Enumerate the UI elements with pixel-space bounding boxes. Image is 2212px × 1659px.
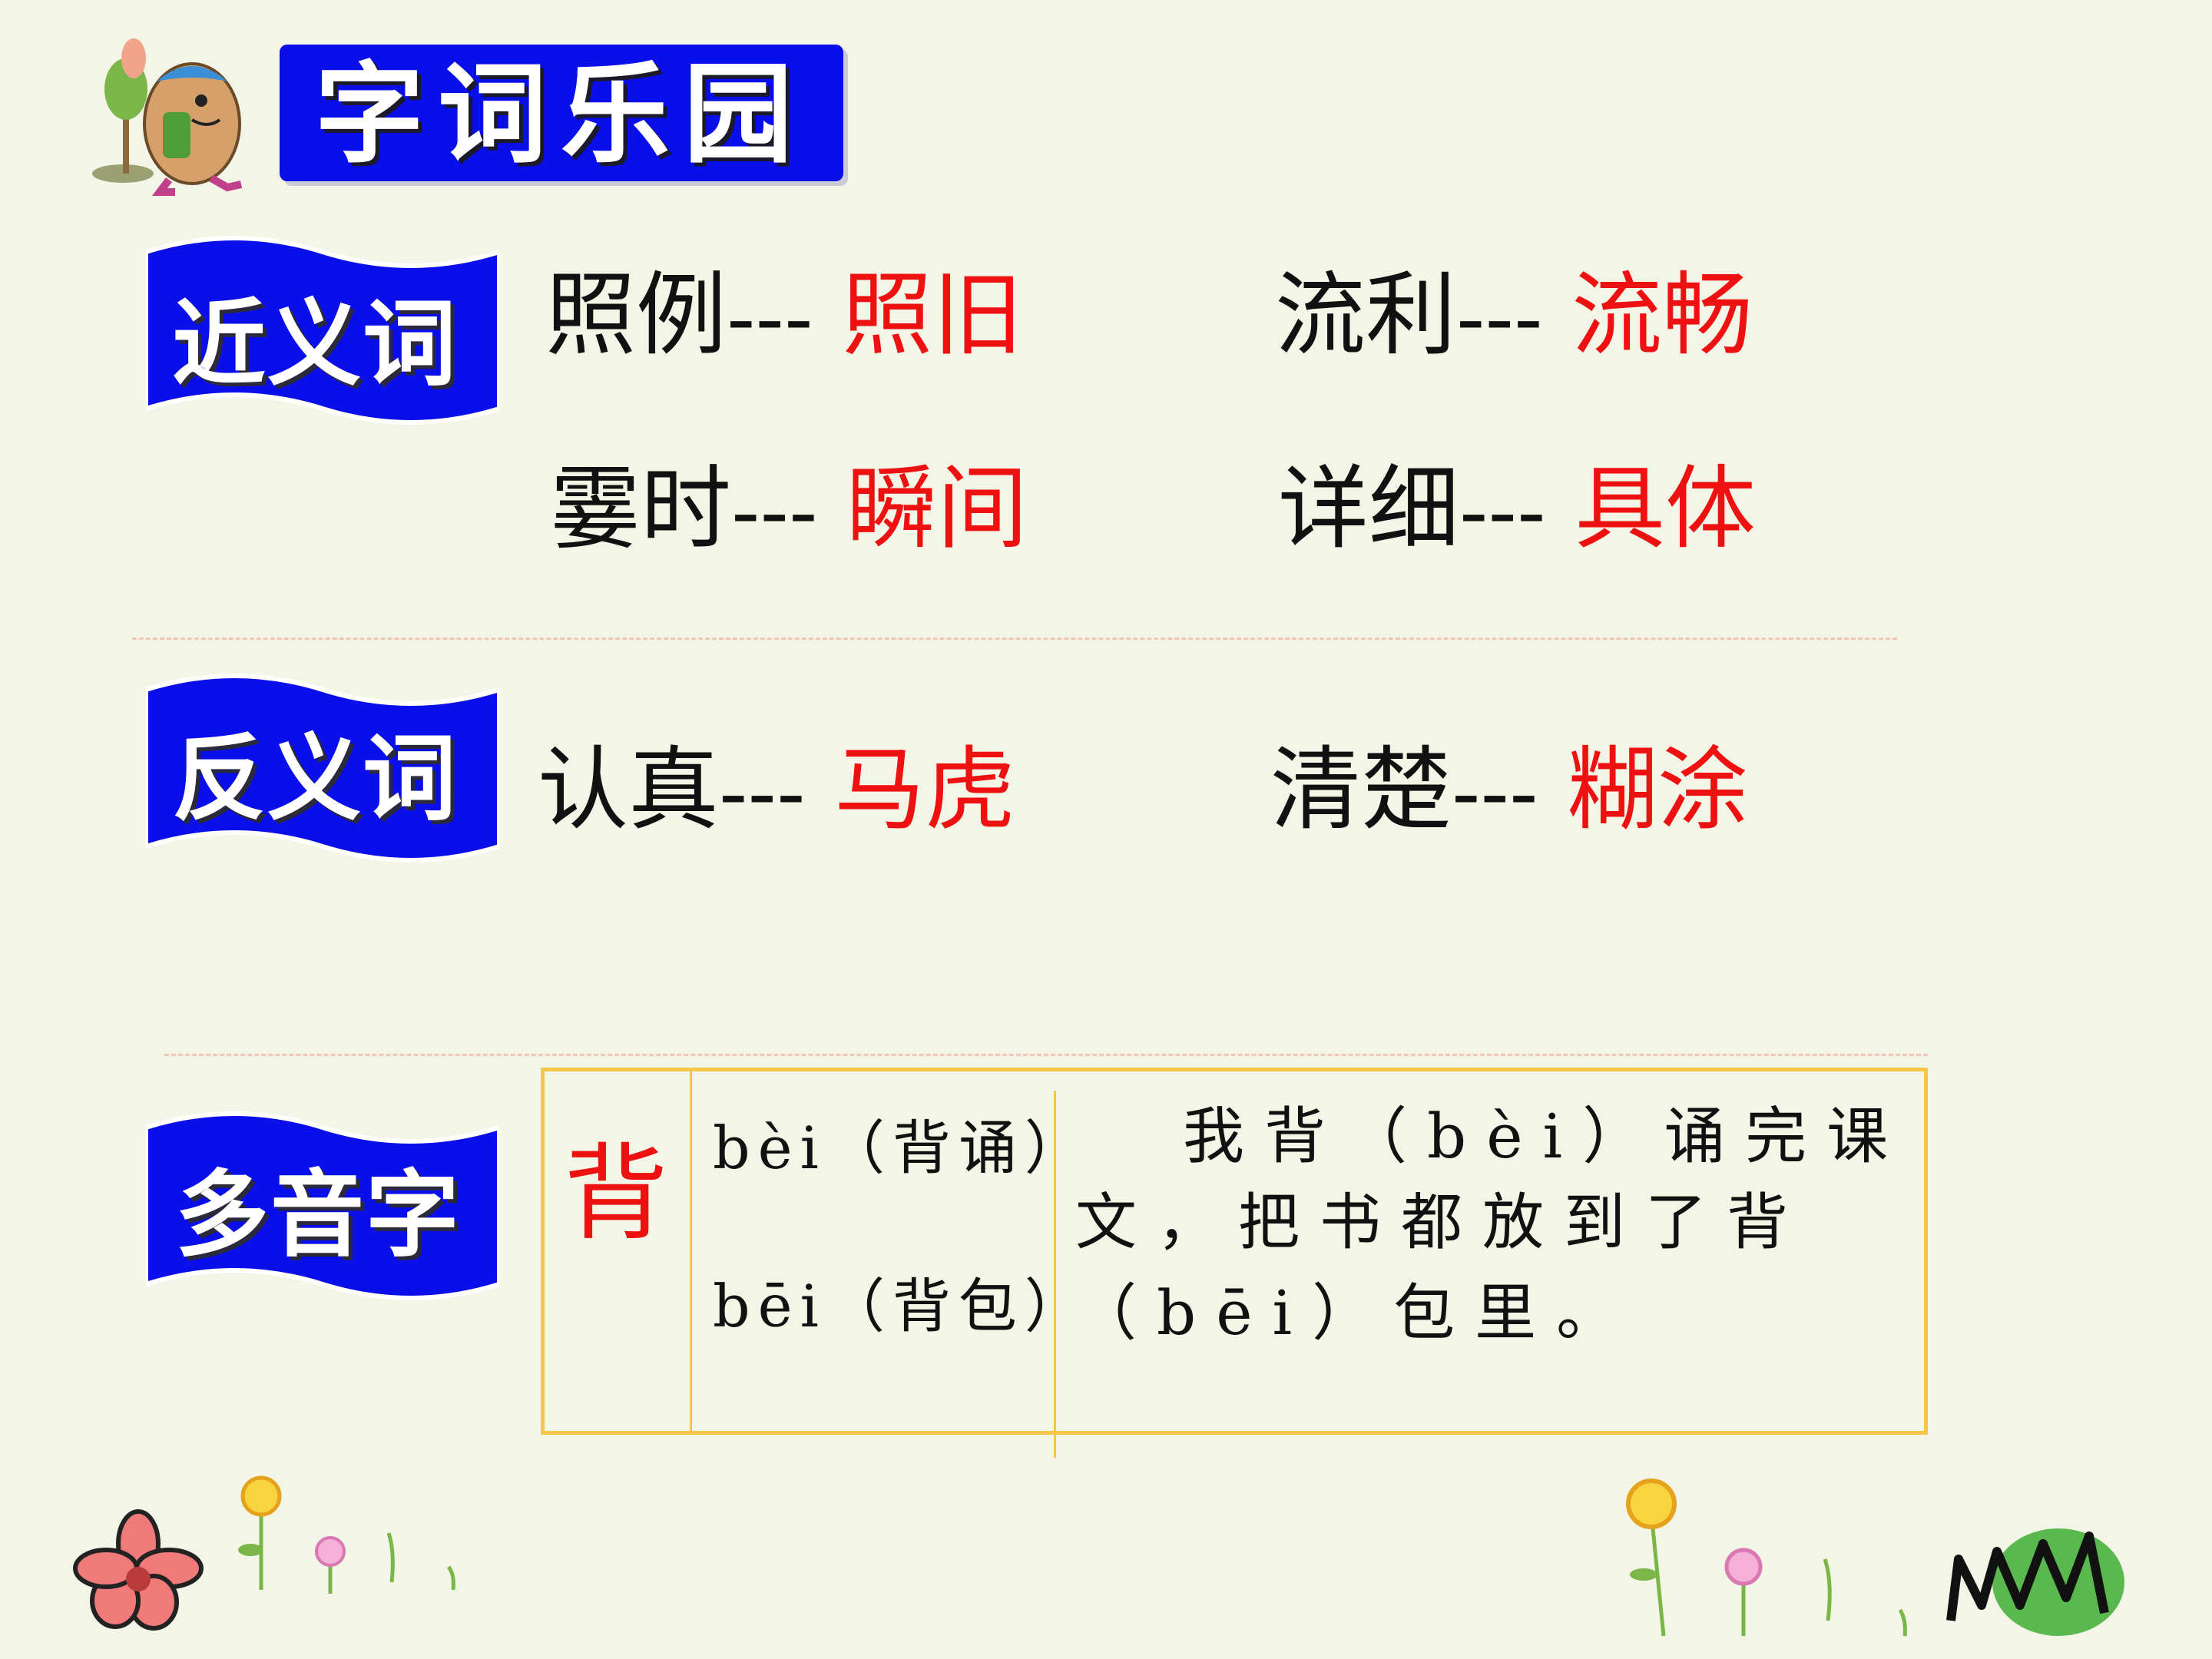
polyphone-banner — [146, 1111, 499, 1300]
mascot-illustration — [92, 38, 243, 196]
title-banner — [280, 45, 843, 181]
synonym-pair: 照例--- 照旧 — [545, 261, 1023, 373]
example-sentence-line: （bēi）包里。 — [1075, 1277, 1638, 1349]
pinyin: bēi — [713, 1272, 826, 1340]
flower-decoration-left — [73, 1475, 455, 1631]
antonyms-label: 反义词 — [172, 724, 458, 833]
dash: --- — [727, 272, 813, 366]
synonym-answer: 具体 — [1575, 455, 1757, 561]
dash: --- — [731, 465, 818, 559]
synonym-answer: 流畅 — [1571, 262, 1753, 368]
pinyin: bèi — [713, 1114, 826, 1182]
section-divider — [164, 1054, 1928, 1056]
example-sentence-line: 文，把书都放到了背 — [1075, 1187, 1808, 1258]
dash: --- — [719, 747, 806, 840]
synonym-answer: 瞬间 — [846, 455, 1028, 561]
synonyms-banner — [146, 236, 499, 425]
reading-row: bēi（背包） — [713, 1272, 1091, 1341]
synonym-pair: 流利--- 流畅 — [1275, 261, 1753, 373]
dash: --- — [1459, 465, 1546, 559]
page-title: 字词乐园 — [315, 51, 806, 178]
antonyms-banner — [146, 674, 499, 863]
synonym-answer: 照旧 — [842, 262, 1024, 368]
synonym-word: 详细 — [1278, 455, 1460, 561]
synonym-word: 照例 — [545, 262, 727, 368]
synonyms-label: 近义词 — [172, 290, 458, 399]
antonym-answer: 糊涂 — [1567, 737, 1749, 843]
dash: --- — [1456, 272, 1543, 366]
antonym-word: 认真 — [538, 737, 720, 843]
polyphone-label: 多音字 — [175, 1161, 461, 1270]
reading-row: bèi（背诵） — [713, 1114, 1091, 1183]
dash: --- — [1452, 747, 1538, 840]
example-sentence-line: 我背（bèi）诵完课 — [1183, 1101, 1909, 1172]
antonym-pair: 认真--- 马虎 — [538, 736, 1015, 847]
synonym-pair: 详细--- 具体 — [1278, 455, 1756, 566]
polyphone-table — [541, 1068, 1928, 1435]
antonym-word: 清楚 — [1270, 737, 1452, 843]
synonym-word: 流利 — [1275, 262, 1457, 368]
synonym-pair: 霎时--- 瞬间 — [550, 455, 1028, 566]
flower-decoration-right — [1626, 1479, 2124, 1637]
table-column-divider — [690, 1071, 692, 1433]
table-column-divider — [1054, 1091, 1056, 1458]
polyphone-character: 背 — [564, 1134, 668, 1255]
synonym-word: 霎时 — [550, 455, 732, 561]
reading-example: （背诵） — [826, 1114, 1091, 1182]
reading-example: （背包） — [826, 1272, 1091, 1340]
section-divider — [132, 637, 1897, 640]
antonym-answer: 马虎 — [834, 737, 1016, 843]
antonym-pair: 清楚--- 糊涂 — [1270, 736, 1748, 847]
